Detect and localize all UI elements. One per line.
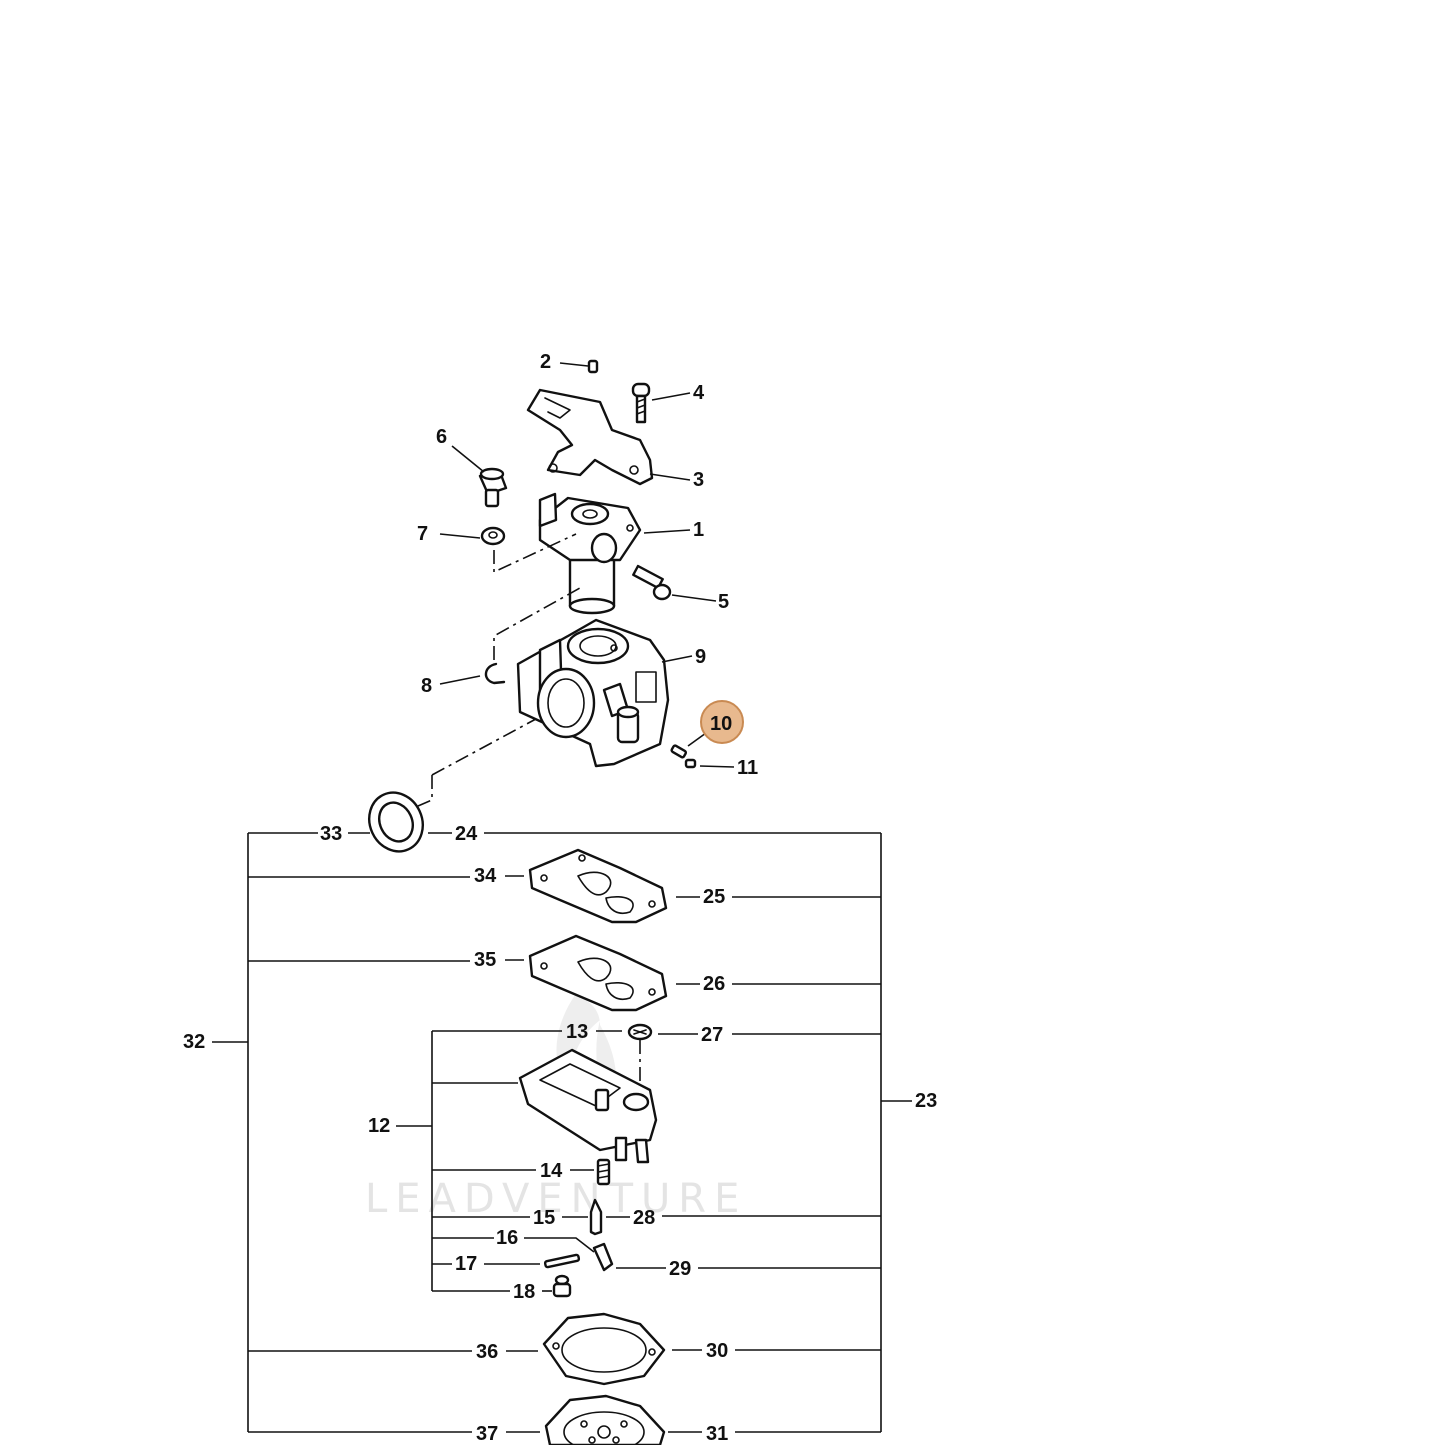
callout-16[interactable]: 16: [496, 1227, 518, 1249]
part-metering-lever[interactable]: [592, 1242, 614, 1272]
part-filter-screen[interactable]: [627, 1023, 653, 1041]
part-jet[interactable]: [670, 744, 688, 759]
part-carburetor-body[interactable]: [516, 618, 670, 768]
part-gasket-plate-34[interactable]: [528, 848, 668, 924]
part-metering-body[interactable]: [518, 1048, 658, 1164]
callout-37[interactable]: 37: [476, 1423, 498, 1445]
callout-29[interactable]: 29: [669, 1258, 691, 1280]
callout-13[interactable]: 13: [566, 1021, 588, 1043]
callout-23[interactable]: 23: [915, 1090, 937, 1112]
callout-17[interactable]: 17: [455, 1253, 477, 1275]
callout-1[interactable]: 1: [693, 519, 704, 541]
callout-25[interactable]: 25: [703, 886, 725, 908]
callout-8[interactable]: 8: [421, 675, 432, 697]
part-inlet-needle[interactable]: [589, 1198, 603, 1236]
part-throttle-lever[interactable]: [526, 388, 654, 486]
callout-34[interactable]: 34: [474, 865, 497, 887]
callout-35[interactable]: 35: [474, 949, 496, 971]
callout-7[interactable]: 7: [417, 523, 428, 545]
callout-9[interactable]: 9: [695, 646, 706, 668]
part-screw-18[interactable]: [552, 1274, 572, 1298]
callout-28[interactable]: 28: [633, 1207, 655, 1229]
callout-11[interactable]: 11: [737, 757, 758, 779]
callout-15[interactable]: 15: [533, 1207, 555, 1229]
callout-10[interactable]: 10: [710, 713, 732, 735]
callout-24[interactable]: 24: [455, 823, 478, 845]
callout-6[interactable]: 6: [436, 426, 447, 448]
part-spring[interactable]: [596, 1158, 611, 1186]
callout-12[interactable]: 12: [368, 1115, 390, 1137]
watermark-text: LEADVENTURE: [365, 1176, 747, 1222]
callout-26[interactable]: 26: [703, 973, 725, 995]
callout-4[interactable]: 4: [693, 382, 705, 404]
part-e-clip[interactable]: [484, 662, 506, 685]
part-plug[interactable]: [684, 758, 697, 769]
callout-30[interactable]: 30: [706, 1340, 728, 1362]
part-pin[interactable]: [587, 359, 599, 374]
callout-5[interactable]: 5: [718, 591, 729, 613]
callout-32[interactable]: 32: [183, 1031, 205, 1053]
part-lever-pin[interactable]: [543, 1253, 581, 1269]
callout-18[interactable]: 18: [513, 1281, 535, 1303]
callout-31[interactable]: 31: [706, 1423, 728, 1445]
callout-14[interactable]: 14: [540, 1160, 563, 1182]
callout-3[interactable]: 3: [693, 469, 704, 491]
part-adjusting-screw[interactable]: [478, 467, 508, 508]
part-washer[interactable]: [480, 526, 506, 546]
part-throttle-shaft[interactable]: [538, 492, 642, 615]
callout-36[interactable]: 36: [476, 1341, 498, 1363]
callout-27[interactable]: 27: [701, 1024, 723, 1046]
part-screw-5[interactable]: [632, 564, 672, 601]
highlight-circle: [700, 700, 744, 744]
part-screw-4[interactable]: [631, 382, 651, 424]
callout-33[interactable]: 33: [320, 823, 342, 845]
part-gasket-ring[interactable]: [360, 784, 432, 860]
callout-2[interactable]: 2: [540, 351, 551, 373]
part-gasket-36[interactable]: [542, 1312, 666, 1386]
part-diaphragm[interactable]: [544, 1394, 666, 1445]
part-gasket-plate-35[interactable]: [528, 934, 668, 1012]
